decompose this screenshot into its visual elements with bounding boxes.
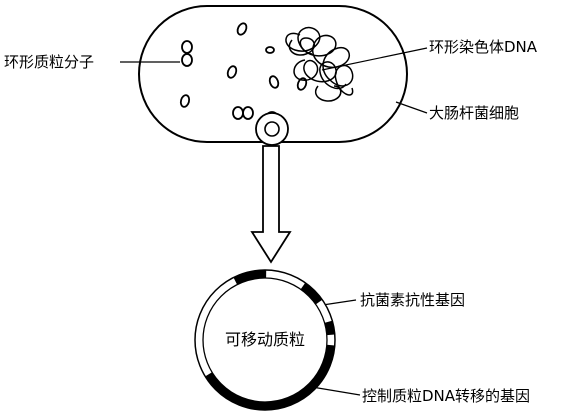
mobile-plasmid-ring <box>194 269 336 411</box>
ring-inner <box>202 277 328 403</box>
ring-black-segment <box>205 344 335 411</box>
label-circular-chromosome: 环形染色体DNA <box>429 38 538 56</box>
down-arrow <box>250 145 292 264</box>
plasmid-small <box>242 106 254 120</box>
plasmid-small <box>265 46 275 54</box>
plasmid-small <box>179 94 191 108</box>
label-ecoli-cell: 大肠杆菌细胞 <box>429 104 519 122</box>
ring-black-segment <box>300 282 323 305</box>
leaving-plasmid-inner <box>264 121 280 137</box>
leader-line-chromosome <box>321 47 428 71</box>
leaving-plasmid <box>255 112 289 146</box>
circular-chromosome <box>285 26 354 102</box>
plasmid-small <box>268 75 280 89</box>
ring-black-segment <box>233 269 267 285</box>
label-plasmid-molecule: 环形质粒分子 <box>4 53 94 71</box>
plasmid-small <box>296 77 308 91</box>
leader-line-cell <box>395 101 428 114</box>
label-mobile-plasmid: 可移动质粒 <box>225 330 305 349</box>
plasmid-small <box>236 22 248 36</box>
label-resistance-gene: 抗菌素抗性基因 <box>360 291 465 309</box>
plasmid-small <box>181 53 193 67</box>
label-transfer-gene: 控制质粒DNA转移的基因 <box>362 387 530 405</box>
plasmid-small <box>181 40 193 54</box>
plasmid-small <box>226 65 238 79</box>
